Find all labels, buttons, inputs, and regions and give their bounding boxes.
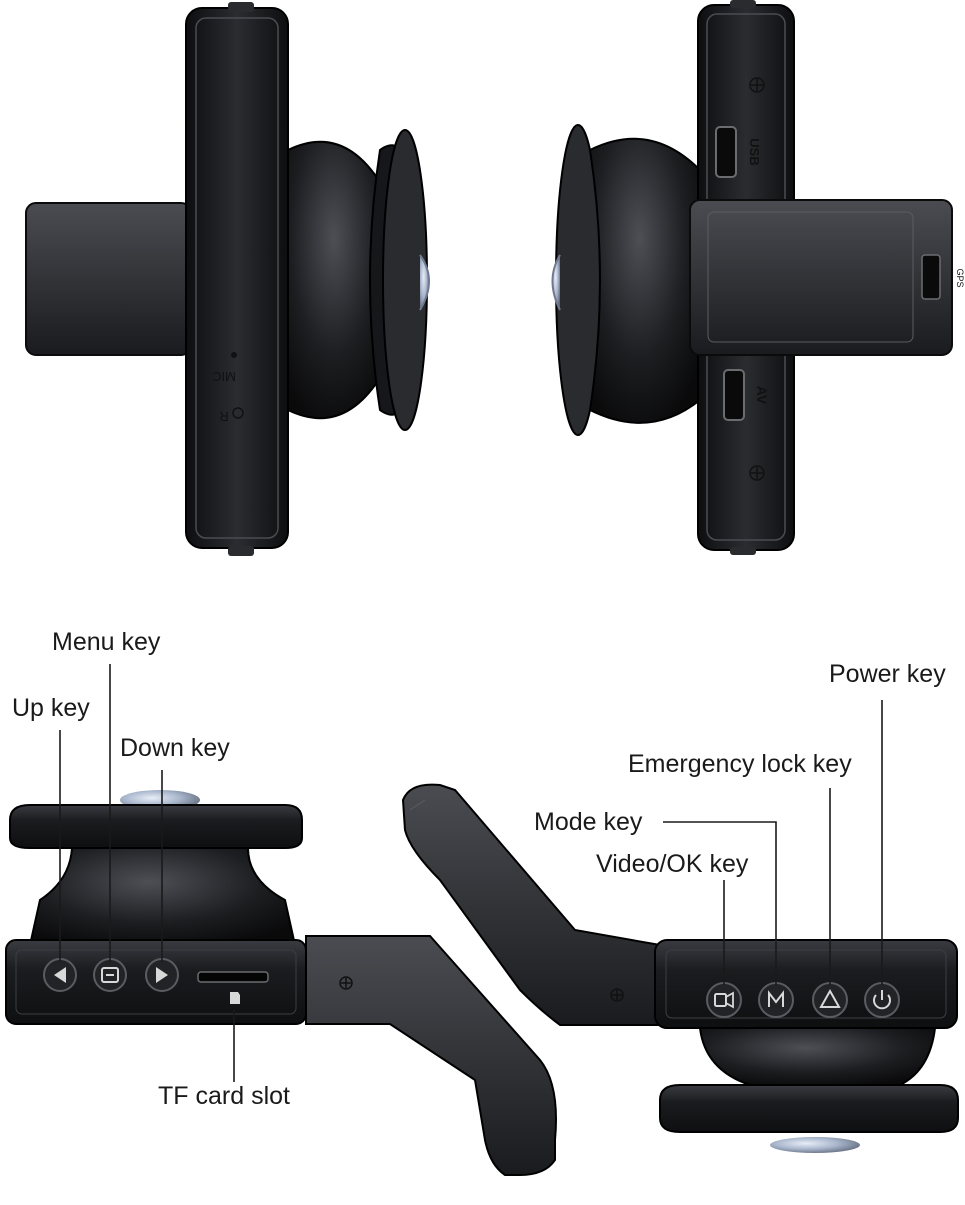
mic-label: MIC xyxy=(212,369,236,384)
sd-card-icon xyxy=(230,992,240,1004)
power-key-label: Power key xyxy=(829,662,946,687)
av-port-icon xyxy=(724,370,744,420)
camera-body-top-right xyxy=(655,940,957,1028)
side-view-right: USB GPS AV xyxy=(553,0,965,555)
up-key-label: Up key xyxy=(12,696,90,721)
reset-label: R xyxy=(219,409,228,424)
emergency-lock-key-button[interactable] xyxy=(813,983,847,1017)
mode-key-label: Mode key xyxy=(534,810,642,835)
gps-label: GPS xyxy=(955,268,965,287)
usb-label: USB xyxy=(747,138,762,165)
tf-card-slot-label: TF card slot xyxy=(158,1084,290,1109)
up-key-button[interactable] xyxy=(44,959,76,991)
side-view-left: MIC R xyxy=(26,2,429,556)
av-label: AV xyxy=(754,386,770,405)
video-ok-key-button[interactable] xyxy=(707,983,741,1017)
mic-hole-icon xyxy=(231,352,237,358)
lens-mount-plate-bottom xyxy=(660,1085,958,1132)
usb-port-icon xyxy=(716,127,736,177)
lens-dome-bottom xyxy=(700,1028,935,1085)
menu-key-button[interactable] xyxy=(94,959,126,991)
lens-mount-plate xyxy=(10,805,302,848)
gps-port-icon xyxy=(922,255,940,299)
video-ok-key-label: Video/OK key xyxy=(596,852,748,877)
mode-key-button[interactable] xyxy=(759,983,793,1017)
down-key-label: Down key xyxy=(120,736,230,761)
down-key-button[interactable] xyxy=(146,959,178,991)
emergency-lock-key-label: Emergency lock key xyxy=(628,752,852,777)
menu-key-label: Menu key xyxy=(52,630,160,655)
camera-body-side xyxy=(186,8,288,548)
mount-bracket xyxy=(26,203,191,355)
lens-dome-right xyxy=(590,139,700,423)
lens-glass-right xyxy=(553,255,561,310)
power-key-button[interactable] xyxy=(865,983,899,1017)
